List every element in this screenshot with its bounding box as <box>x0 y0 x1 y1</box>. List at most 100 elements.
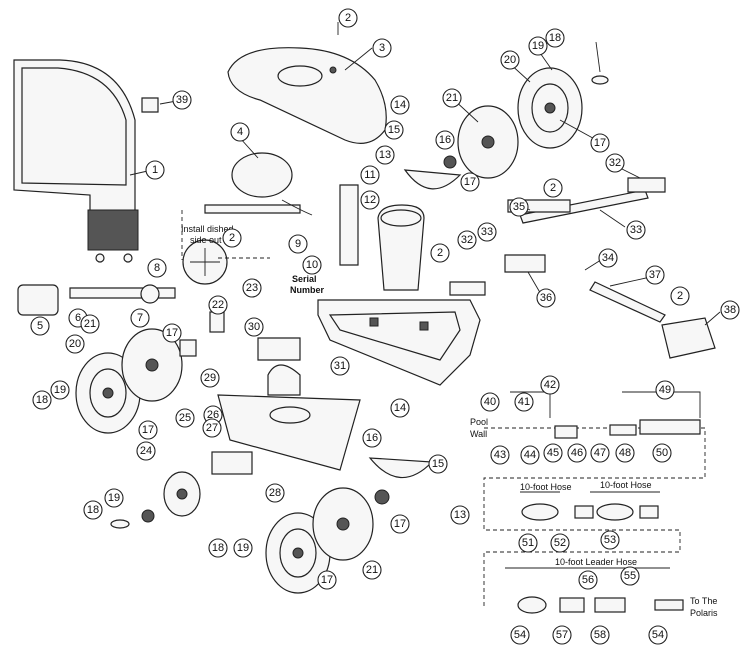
part-36-gear <box>504 254 546 273</box>
callout-circle <box>490 445 510 465</box>
callout-circle <box>244 317 264 337</box>
callout-55: 55 <box>620 566 640 586</box>
callout-circle <box>670 286 690 306</box>
callout-19: 19 <box>233 538 253 558</box>
callout-label: 18 <box>36 394 48 406</box>
callout-label: 20 <box>504 54 516 66</box>
callout-16: 16 <box>435 130 455 150</box>
callout-2: 2 <box>338 8 358 28</box>
callout-circle <box>590 133 610 153</box>
callout-label: 3 <box>379 42 385 54</box>
note-serial-2: Number <box>290 285 325 295</box>
callout-circle <box>233 538 253 558</box>
callout-label: 37 <box>649 269 661 281</box>
callout-label: 54 <box>652 629 664 641</box>
callout-label: 18 <box>87 504 99 516</box>
note-to-polaris-1: To The <box>690 596 717 606</box>
callout-circle <box>500 50 520 70</box>
callout-circle <box>477 222 497 242</box>
callout-circle <box>288 234 308 254</box>
part-30 <box>257 337 301 361</box>
callout-42: 42 <box>540 375 560 395</box>
callout-17: 17 <box>317 570 337 590</box>
callout-19: 19 <box>50 380 70 400</box>
callout-label: 54 <box>514 629 526 641</box>
callout-circle <box>230 122 250 142</box>
callout-label: 42 <box>544 379 556 391</box>
callout-label: 25 <box>179 412 191 424</box>
callout-circle <box>509 197 529 217</box>
callout-circle <box>200 368 220 388</box>
callout-circle <box>317 570 337 590</box>
callout-circle <box>202 418 222 438</box>
callout-label: 20 <box>69 338 81 350</box>
callout-label: 41 <box>518 396 530 408</box>
callout-label: 2 <box>229 232 235 244</box>
callout-circle <box>626 220 646 240</box>
callout-58: 58 <box>590 625 610 645</box>
callout-18: 18 <box>208 538 228 558</box>
callout-circle <box>540 375 560 395</box>
callout-circle <box>50 380 70 400</box>
part-17-left <box>179 339 197 357</box>
callout-41: 41 <box>514 392 534 412</box>
callout-label: 12 <box>364 194 376 206</box>
callout-7: 7 <box>130 308 150 328</box>
callout-label: 19 <box>108 492 120 504</box>
callout-circle <box>80 314 100 334</box>
callout-36: 36 <box>536 288 556 308</box>
callout-circle <box>543 178 563 198</box>
callout-circle <box>138 420 158 440</box>
callout-circle <box>545 28 565 48</box>
callout-circle <box>208 295 228 315</box>
callout-11: 11 <box>360 165 380 185</box>
part-bag <box>13 59 139 263</box>
callout-17: 17 <box>162 323 182 343</box>
callout-label: 18 <box>212 542 224 554</box>
callout-label: 2 <box>345 12 351 24</box>
callout-circle <box>615 443 635 463</box>
callout-circle <box>145 160 165 180</box>
callout-38: 38 <box>720 300 740 320</box>
note-leader-hose: 10-foot Leader Hose <box>555 557 637 567</box>
callout-22: 22 <box>208 295 228 315</box>
callout-19: 19 <box>528 36 548 56</box>
callout-label: 17 <box>166 327 178 339</box>
callout-14: 14 <box>390 95 410 115</box>
callout-35: 35 <box>509 197 529 217</box>
callout-label: 5 <box>37 320 43 332</box>
callout-label: 55 <box>624 570 636 582</box>
callout-circle <box>578 570 598 590</box>
callout-19: 19 <box>104 488 124 508</box>
callout-circle <box>510 625 530 645</box>
callout-45: 45 <box>543 443 563 463</box>
callout-17: 17 <box>460 172 480 192</box>
callout-48: 48 <box>615 443 635 463</box>
callout-4: 4 <box>230 122 250 142</box>
part-26-28 <box>211 451 253 475</box>
callout-circle <box>390 95 410 115</box>
part-16-bottom <box>368 457 434 479</box>
callout-21: 21 <box>442 88 462 108</box>
callout-label: 33 <box>630 224 642 236</box>
callout-5: 5 <box>30 316 50 336</box>
callout-label: 28 <box>269 487 281 499</box>
callout-label: 23 <box>246 282 258 294</box>
callout-label: 19 <box>54 384 66 396</box>
callout-33: 33 <box>626 220 646 240</box>
callout-circle <box>390 398 410 418</box>
part-37-rod <box>589 281 666 323</box>
callout-circle <box>552 625 572 645</box>
callout-circle <box>265 483 285 503</box>
callout-circle <box>648 625 668 645</box>
callout-label: 30 <box>248 321 260 333</box>
callout-label: 24 <box>140 445 152 457</box>
callout-circle <box>428 454 448 474</box>
callout-17: 17 <box>138 420 158 440</box>
part-5-filter <box>17 284 59 316</box>
callout-label: 32 <box>461 234 473 246</box>
callout-8: 8 <box>147 258 167 278</box>
callout-14: 14 <box>390 398 410 418</box>
callout-23: 23 <box>242 278 262 298</box>
callout-circle <box>457 230 477 250</box>
